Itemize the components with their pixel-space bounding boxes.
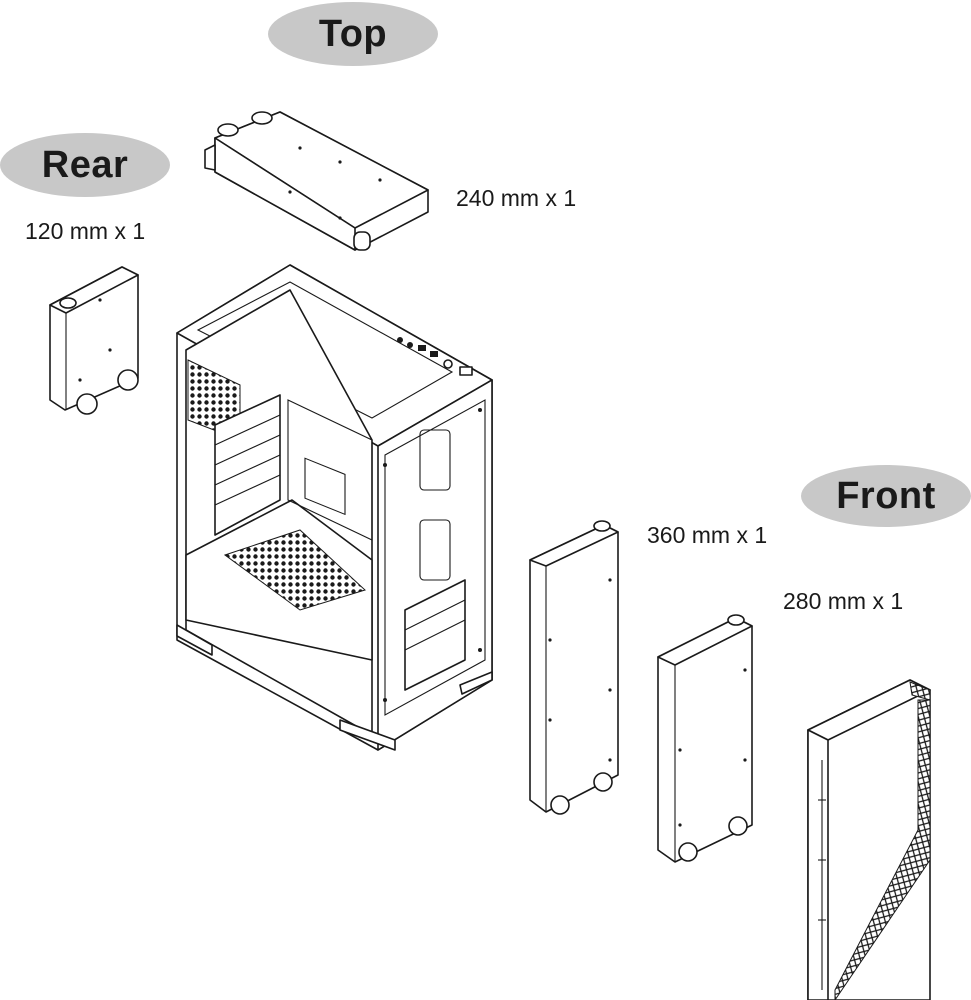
rear-radiator <box>49 266 139 415</box>
front-radiator-360 <box>529 520 619 815</box>
top-label-text: Top <box>318 12 388 55</box>
front-radiator-280 <box>657 614 753 863</box>
pc-case <box>176 264 493 751</box>
front-panel <box>807 679 931 1000</box>
top-position-label: Top <box>268 2 438 66</box>
front-position-label: Front <box>801 465 971 527</box>
rear-label-text: Rear <box>41 143 129 186</box>
front-label-text: Front <box>836 474 936 517</box>
rear-position-label: Rear <box>0 133 170 197</box>
front-radiator-small-spec: 280 mm x 1 <box>783 588 904 614</box>
front-radiator-large-spec: 360 mm x 1 <box>647 522 768 548</box>
top-radiator <box>204 111 429 251</box>
top-radiator-spec: 240 mm x 1 <box>456 185 577 211</box>
rear-radiator-spec: 120 mm x 1 <box>25 218 146 244</box>
